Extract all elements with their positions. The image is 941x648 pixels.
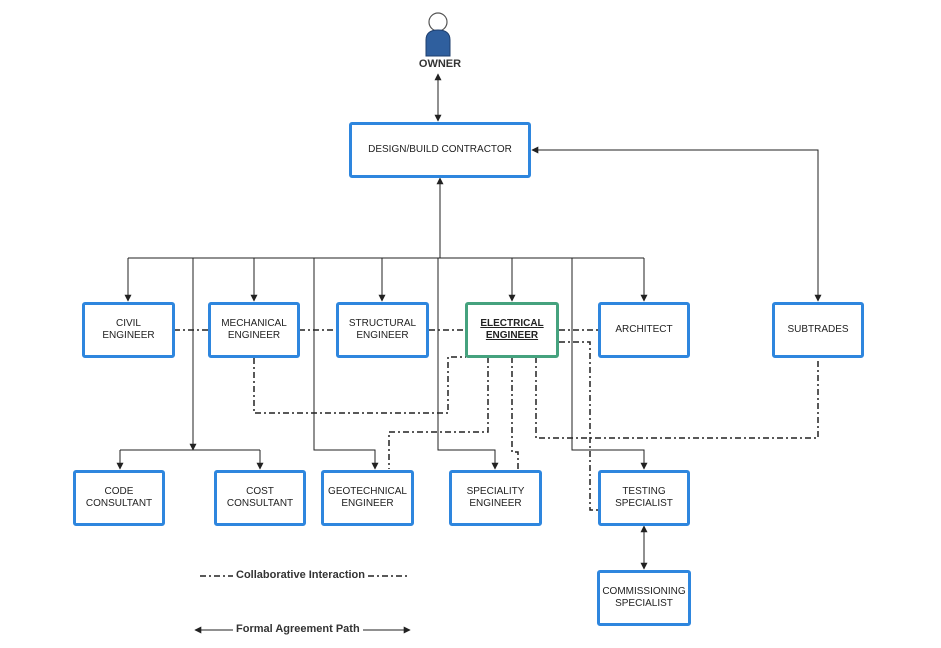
link-testing <box>571 258 648 470</box>
collab-electrical-testing <box>559 341 598 511</box>
node-commissioning-specialist[interactable]: COMMISSIONING SPECIALIST <box>597 570 691 626</box>
collab-electrical-geotechnical <box>388 357 489 469</box>
link-geotechnical <box>313 258 379 470</box>
link-speciality <box>437 258 499 470</box>
node-testing-specialist[interactable]: TESTING SPECIALIST <box>598 470 690 526</box>
node-cost-consultant[interactable]: COST CONSULTANT <box>214 470 306 526</box>
node-speciality-engineer[interactable]: SPECIALITY ENGINEER <box>449 470 542 526</box>
owner-label: OWNER <box>418 58 462 70</box>
node-subtrades[interactable]: SUBTRADES <box>772 302 864 358</box>
node-electrical-engineer[interactable]: ELECTRICAL ENGINEER <box>465 302 559 358</box>
legend-lines <box>194 575 411 634</box>
node-civil-engineer[interactable]: CIVIL ENGINEER <box>82 302 175 358</box>
collab-mechanical-electrical <box>253 356 466 414</box>
node-design-build-contractor[interactable]: DESIGN/BUILD CONTRACTOR <box>349 122 531 178</box>
legend-collaborative-label: Collaborative Interaction <box>233 569 368 581</box>
collab-electrical-subtrades <box>535 357 819 439</box>
node-code-consultant[interactable]: CODE CONSULTANT <box>73 470 165 526</box>
formal-agreement-lines <box>116 73 822 570</box>
node-mechanical-engineer[interactable]: MECHANICAL ENGINEER <box>208 302 300 358</box>
node-architect[interactable]: ARCHITECT <box>598 302 690 358</box>
collab-electrical-speciality <box>511 357 519 469</box>
collaborative-lines <box>174 329 819 511</box>
link-subtrades <box>531 146 822 302</box>
node-geotechnical-engineer[interactable]: GEOTECHNICAL ENGINEER <box>321 470 414 526</box>
legend-formal-label: Formal Agreement Path <box>233 623 363 635</box>
node-structural-engineer[interactable]: STRUCTURAL ENGINEER <box>336 302 429 358</box>
person-icon <box>425 12 451 57</box>
